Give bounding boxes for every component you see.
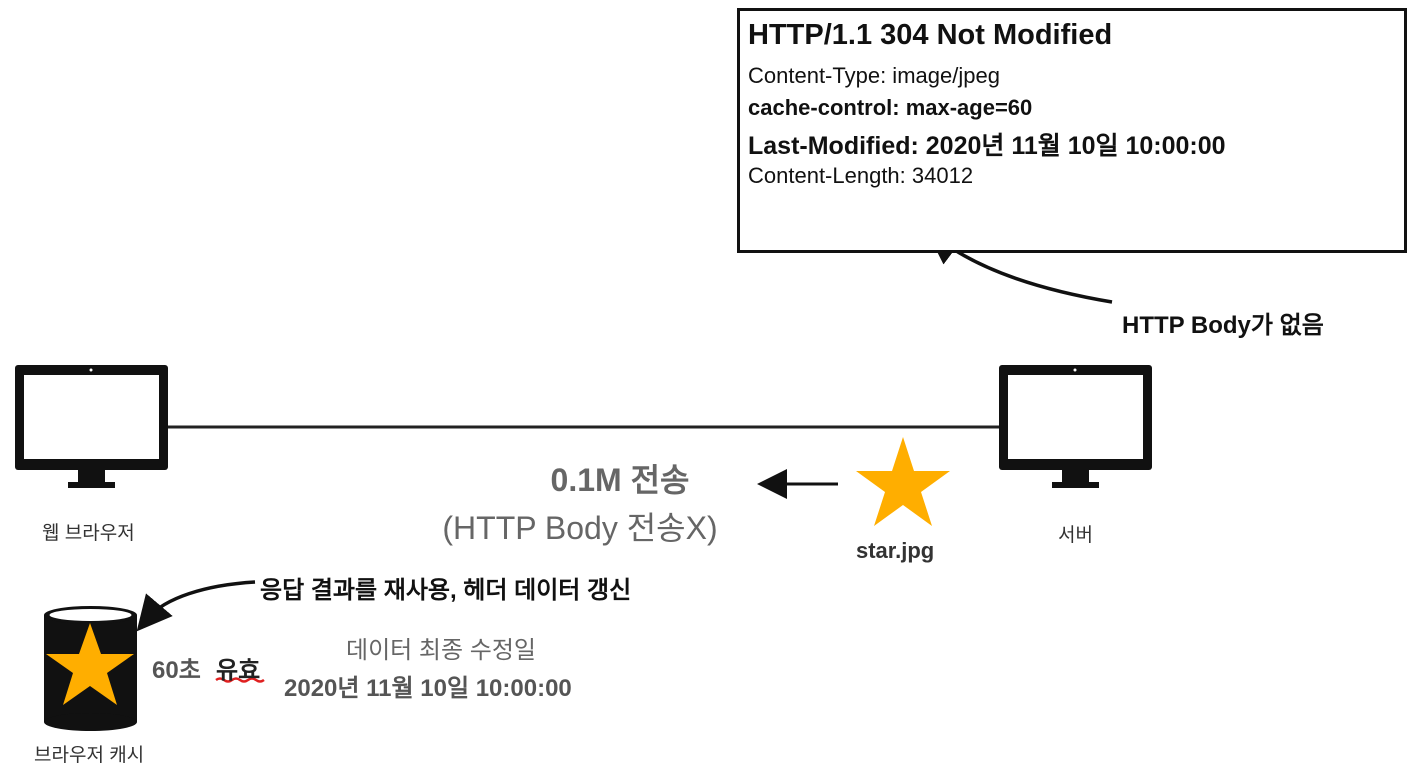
cache-label: 브라우저 캐시	[34, 745, 145, 766]
client-label: 웹 브라우저	[42, 523, 135, 544]
last-modified-value: 2020년 11월 10일 10:00:00	[284, 675, 572, 702]
header-content-type: Content-Type: image/jpeg	[748, 63, 1000, 88]
transfer-note: (HTTP Body 전송X)	[442, 510, 718, 546]
header-cache-control: cache-control: max-age=60	[748, 95, 1033, 120]
response-header-box: HTTP/1.1 304 Not Modified Content-Type: …	[737, 8, 1407, 253]
file-label: star.jpg	[856, 538, 935, 563]
header-content-length: Content-Length: 34012	[748, 163, 974, 188]
cache-valid-word: 유효	[216, 657, 261, 684]
transfer-size: 0.1M 전송	[550, 462, 690, 498]
cache-reuse-note: 응답 결과를 재사용, 헤더 데이터 갱신	[260, 577, 632, 604]
cache-valid-duration: 60초	[152, 657, 201, 684]
client-monitor-icon	[15, 365, 168, 488]
browser-cache-icon	[44, 606, 137, 731]
server-label: 서버	[1058, 525, 1093, 546]
response-status-line: HTTP/1.1 304 Not Modified	[748, 19, 1113, 51]
cache-reuse-arrow	[136, 580, 256, 632]
star-file-icon	[856, 437, 950, 526]
server-monitor-icon	[999, 365, 1152, 488]
valid-underline	[215, 677, 265, 683]
cached-star-icon	[46, 623, 134, 705]
last-modified-title: 데이터 최종 수정일	[346, 637, 536, 664]
header-last-modified: Last-Modified: 2020년 11월 10일 10:00:00	[748, 132, 1226, 160]
no-body-note: HTTP Body가 없음	[1122, 312, 1324, 339]
